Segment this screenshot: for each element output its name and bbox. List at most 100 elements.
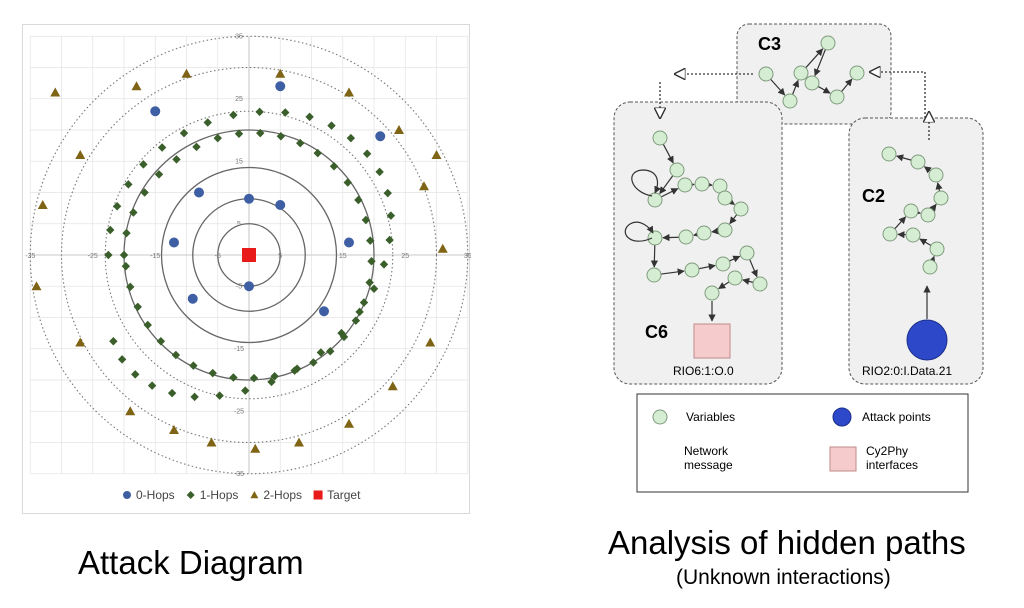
point-1-hops: [154, 170, 164, 179]
point-1-hops: [172, 155, 181, 164]
point-0-hops: [375, 131, 386, 142]
variable-edge: [729, 255, 741, 263]
hidden-paths-subcaption: (Unknown interactions): [676, 566, 891, 589]
point-1-hops: [203, 118, 212, 127]
variable-edge: [894, 216, 907, 230]
variable-node: [758, 66, 774, 82]
x-tick-label: 25: [401, 253, 409, 260]
point-1-hops: [346, 133, 356, 143]
interface-label-c6: RIO6:1:O.0: [673, 364, 734, 378]
variable-edge: [919, 238, 932, 246]
variable-node: [929, 241, 945, 257]
point-1-hops: [281, 108, 290, 117]
legend-marker-target: [313, 490, 323, 500]
variable-node: [752, 276, 768, 292]
legend-cy2phy-icon: [829, 446, 857, 472]
variable-node: [733, 201, 749, 217]
point-target: [242, 248, 256, 262]
variable-edge: [662, 233, 680, 242]
legend-variables-label: Variables: [686, 410, 735, 424]
variable-edge: [662, 143, 674, 164]
cy2phy-interface-c6: [693, 323, 731, 359]
variable-edge: [693, 230, 701, 238]
variable-node: [928, 167, 944, 183]
hop-boundary-circle: [29, 35, 469, 475]
point-2-hops: [344, 87, 354, 97]
point-2-hops: [75, 337, 86, 347]
variable-edge: [742, 277, 754, 285]
point-0-hops: [319, 306, 329, 317]
variable-node: [652, 130, 668, 146]
point-2-hops: [206, 437, 217, 447]
variable-edges: [650, 48, 943, 290]
legend-marker-1-hops: [186, 491, 195, 499]
point-2-hops: [431, 150, 442, 159]
point-1-hops: [327, 121, 336, 130]
point-0-hops: [169, 237, 179, 248]
point-1-hops: [171, 350, 181, 360]
variable-node: [829, 89, 845, 105]
attack-diagram-caption: Attack Diagram: [78, 544, 304, 581]
point-2-hops: [169, 425, 179, 434]
point-0-hops: [150, 106, 161, 117]
point-2-hops: [250, 443, 261, 453]
legend-attack-points-label: Attack points: [862, 410, 931, 424]
x-tick-label: -35: [25, 253, 35, 260]
legend-label-target: Target: [327, 488, 361, 502]
point-1-hops: [143, 320, 152, 330]
point-1-hops: [365, 278, 374, 287]
point-1-hops: [190, 392, 199, 402]
point-2-hops: [131, 81, 142, 91]
variable-node: [905, 227, 921, 243]
y-tick-label: 5: [237, 221, 241, 228]
legend-network-message-label: Network message: [684, 444, 733, 472]
cluster-label-c6: C6: [645, 322, 668, 342]
point-1-hops: [112, 202, 122, 211]
range-circle: [160, 166, 338, 344]
point-1-hops: [369, 284, 379, 293]
variable-node: [820, 35, 836, 51]
point-1-hops: [106, 225, 115, 235]
legend-network-message: Network message: [684, 444, 733, 472]
legend-marker-0-hops: [123, 491, 131, 499]
legend-attack-points-icon: [832, 407, 852, 427]
point-1-hops: [359, 298, 369, 307]
variable-edge: [727, 197, 736, 205]
y-tick-label: -15: [234, 346, 244, 353]
legend-label-2-hops: 2-Hops: [263, 488, 302, 502]
point-1-hops: [309, 358, 318, 367]
variable-node: [696, 225, 712, 241]
variable-node: [704, 285, 720, 301]
variable-edge: [814, 49, 826, 77]
point-1-hops: [167, 388, 177, 398]
legend-box: [636, 393, 969, 493]
cluster-label-c2: C2: [862, 186, 885, 206]
cluster-label-c3: C3: [758, 34, 781, 54]
point-2-hops: [50, 87, 61, 97]
point-1-hops: [292, 364, 302, 373]
point-1-hops: [189, 361, 198, 370]
variable-node: [647, 230, 663, 246]
point-1-hops: [234, 129, 244, 138]
point-1-hops: [305, 112, 314, 122]
legend-variables-icon: [652, 409, 668, 425]
point-1-hops: [351, 316, 361, 325]
x-tick-label: -25: [88, 253, 98, 260]
hop-boundary-circle: [104, 110, 394, 400]
self-loop-c6-upper: [631, 169, 661, 197]
legend-cy2phy: Cy2Phy interfaces: [866, 444, 918, 472]
point-1-hops: [386, 211, 396, 220]
point-1-hops: [229, 373, 238, 382]
point-2-hops: [394, 125, 404, 134]
point-1-hops: [367, 257, 376, 266]
variable-edge: [928, 255, 936, 264]
point-0-hops: [244, 193, 254, 204]
attack-point-c2: [906, 319, 948, 361]
hop-boundary-circle: [60, 66, 438, 444]
cluster-box-c6: [613, 101, 783, 385]
attack-diagram-chart: -35-35-25-25-15-15-5-5551515252535350-Ho…: [25, 33, 471, 502]
variable-node: [793, 65, 809, 81]
point-2-hops: [275, 68, 286, 78]
point-0-hops: [275, 200, 286, 210]
variable-node: [882, 226, 898, 242]
